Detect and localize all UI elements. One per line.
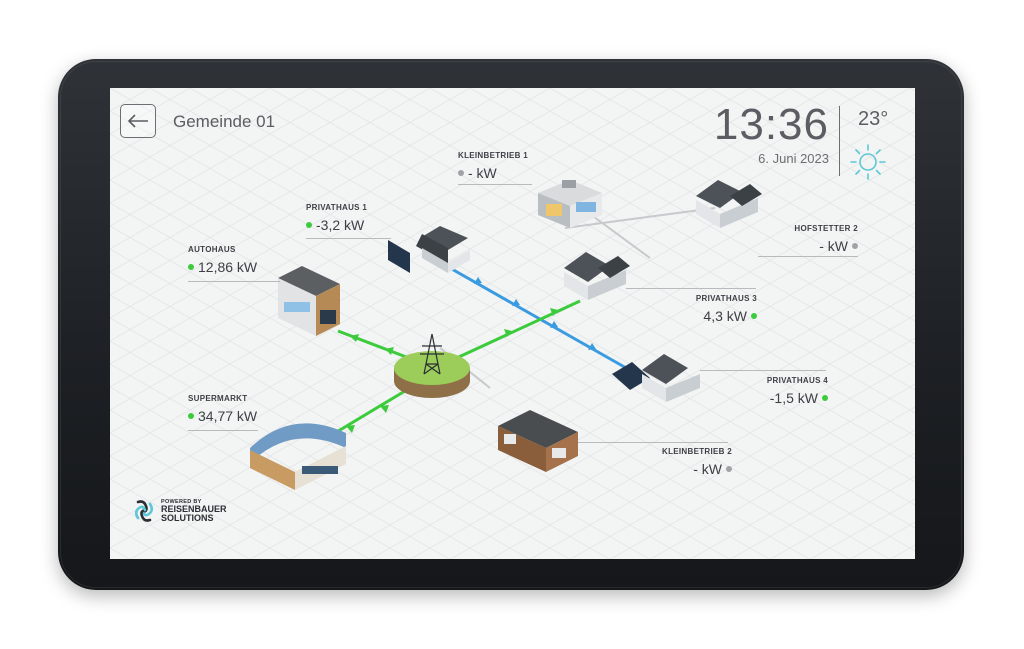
- isometric-grid: [110, 88, 915, 559]
- link-hofstetter2: [564, 207, 716, 229]
- node-value: -3,2 kW: [316, 217, 365, 233]
- leader-privathaus1: [306, 238, 391, 239]
- label-privathaus4[interactable]: PRIVATHAUS 4 -1,5 kW: [767, 376, 828, 406]
- status-dot: [458, 170, 464, 176]
- label-autohaus[interactable]: AUTOHAUS 12,86 kW: [188, 245, 257, 275]
- back-button[interactable]: [120, 104, 156, 138]
- node-name: AUTOHAUS: [188, 245, 236, 254]
- node-value: 4,3 kW: [703, 308, 747, 324]
- leader-privathaus4: [700, 370, 826, 371]
- building-privathaus3[interactable]: [564, 252, 630, 300]
- status-dot: [822, 395, 828, 401]
- building-hofstetter2[interactable]: [696, 180, 762, 228]
- logo-line1: REISENBAUER: [161, 504, 227, 514]
- label-supermarkt[interactable]: SUPERMARKT 34,77 kW: [188, 394, 257, 424]
- node-value: -1,5 kW: [769, 390, 818, 406]
- node-name: SUPERMARKT: [188, 394, 248, 403]
- building-privathaus1[interactable]: [388, 226, 470, 273]
- node-value: - kW: [468, 165, 497, 181]
- node-name: KLEINBETRIEB 1: [458, 151, 528, 160]
- node-name: PRIVATHAUS 1: [306, 203, 368, 212]
- clock-date: 6. Juni 2023: [758, 151, 829, 166]
- screen: Gemeinde 01 13:36 6. Juni 2023 23°: [110, 88, 915, 559]
- leader-supermarkt: [188, 430, 258, 431]
- building-privathaus4[interactable]: [612, 354, 700, 402]
- clock-time: 13:36: [713, 100, 829, 149]
- label-hofstetter2[interactable]: HOFSTETTER 2 - kW: [794, 224, 858, 254]
- leader-hofstetter2: [758, 256, 858, 257]
- status-dot: [726, 466, 732, 472]
- label-kleinbetrieb2[interactable]: KLEINBETRIEB 2 - kW: [662, 447, 732, 477]
- energy-map: [250, 180, 762, 490]
- status-dot: [852, 243, 858, 249]
- brand-logo: POWERED BY REISENBAUER SOLUTIONS: [132, 498, 227, 524]
- node-name: HOFSTETTER 2: [794, 224, 858, 233]
- node-name: PRIVATHAUS 4: [766, 376, 828, 385]
- building-autohaus[interactable]: [278, 266, 340, 336]
- status-dot: [751, 313, 757, 319]
- clock: 13:36 6. Juni 2023: [713, 100, 829, 167]
- leader-kleinbetrieb2: [578, 442, 728, 443]
- building-kleinbetrieb1[interactable]: [538, 180, 602, 228]
- power-pylon-icon: [420, 333, 444, 375]
- arrow-left-icon: [127, 114, 148, 128]
- logo-line2: SOLUTIONS: [161, 513, 214, 523]
- label-kleinbetrieb1[interactable]: KLEINBETRIEB 1 - kW: [458, 151, 528, 181]
- flow-blue: [449, 266, 636, 375]
- header-divider: [839, 106, 840, 176]
- node-value: - kW: [819, 238, 848, 254]
- status-dot: [188, 413, 194, 419]
- status-dot: [306, 222, 312, 228]
- node-value: 34,77 kW: [198, 408, 258, 424]
- leader-kleinbetrieb1: [458, 184, 532, 185]
- leader-autohaus: [188, 281, 280, 282]
- label-privathaus3[interactable]: PRIVATHAUS 3 4,3 kW: [696, 294, 757, 324]
- node-value: 12,86 kW: [198, 259, 258, 275]
- label-privathaus1[interactable]: PRIVATHAUS 1 -3,2 kW: [306, 203, 367, 233]
- page-title: Gemeinde 01: [173, 112, 276, 131]
- node-name: KLEINBETRIEB 2: [662, 447, 732, 456]
- node-name: PRIVATHAUS 3: [695, 294, 757, 303]
- leader-privathaus3: [626, 288, 756, 289]
- node-value: - kW: [693, 461, 722, 477]
- reisenbauer-logo-icon: [134, 500, 154, 522]
- temperature: 23°: [858, 108, 889, 130]
- building-kleinbetrieb2[interactable]: [498, 410, 578, 472]
- sun-icon: [850, 144, 886, 180]
- status-dot: [188, 264, 194, 270]
- power-hub[interactable]: [394, 333, 470, 398]
- logo-powered-by: POWERED BY: [161, 499, 202, 505]
- building-supermarkt[interactable]: [250, 423, 346, 490]
